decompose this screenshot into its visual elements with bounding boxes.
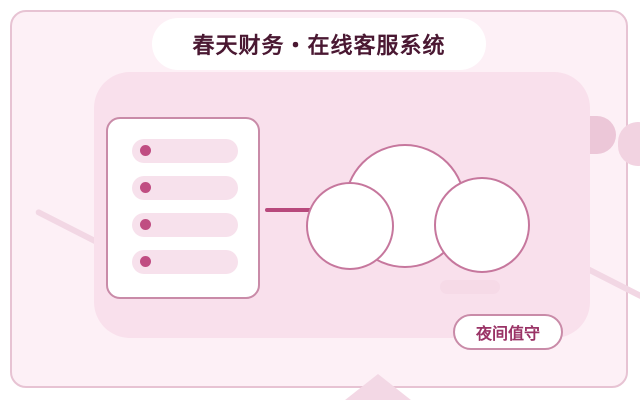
page-title: 春天财务・在线客服系统 bbox=[192, 34, 446, 59]
cloud-lobe-left bbox=[306, 182, 394, 270]
server-rack-row bbox=[132, 176, 238, 200]
night-duty-label: 夜间值守 bbox=[475, 324, 540, 343]
connection-line bbox=[265, 208, 331, 212]
server-rack-row bbox=[132, 139, 238, 163]
cloud-lobe-right bbox=[434, 177, 530, 273]
status-light-icon bbox=[140, 145, 151, 156]
server-icon bbox=[106, 117, 260, 299]
server-rack-row bbox=[132, 213, 238, 237]
night-duty-badge: 夜间值守 bbox=[453, 314, 563, 350]
server-rack-row bbox=[132, 250, 238, 274]
status-light-icon bbox=[140, 219, 151, 230]
status-light-icon bbox=[140, 182, 151, 193]
status-light-icon bbox=[140, 256, 151, 267]
cloud-shadow bbox=[440, 280, 500, 294]
decorative-pill-partial bbox=[618, 122, 640, 166]
title-banner: 春天财务・在线客服系统 bbox=[152, 18, 486, 70]
decorative-triangle bbox=[340, 374, 416, 400]
